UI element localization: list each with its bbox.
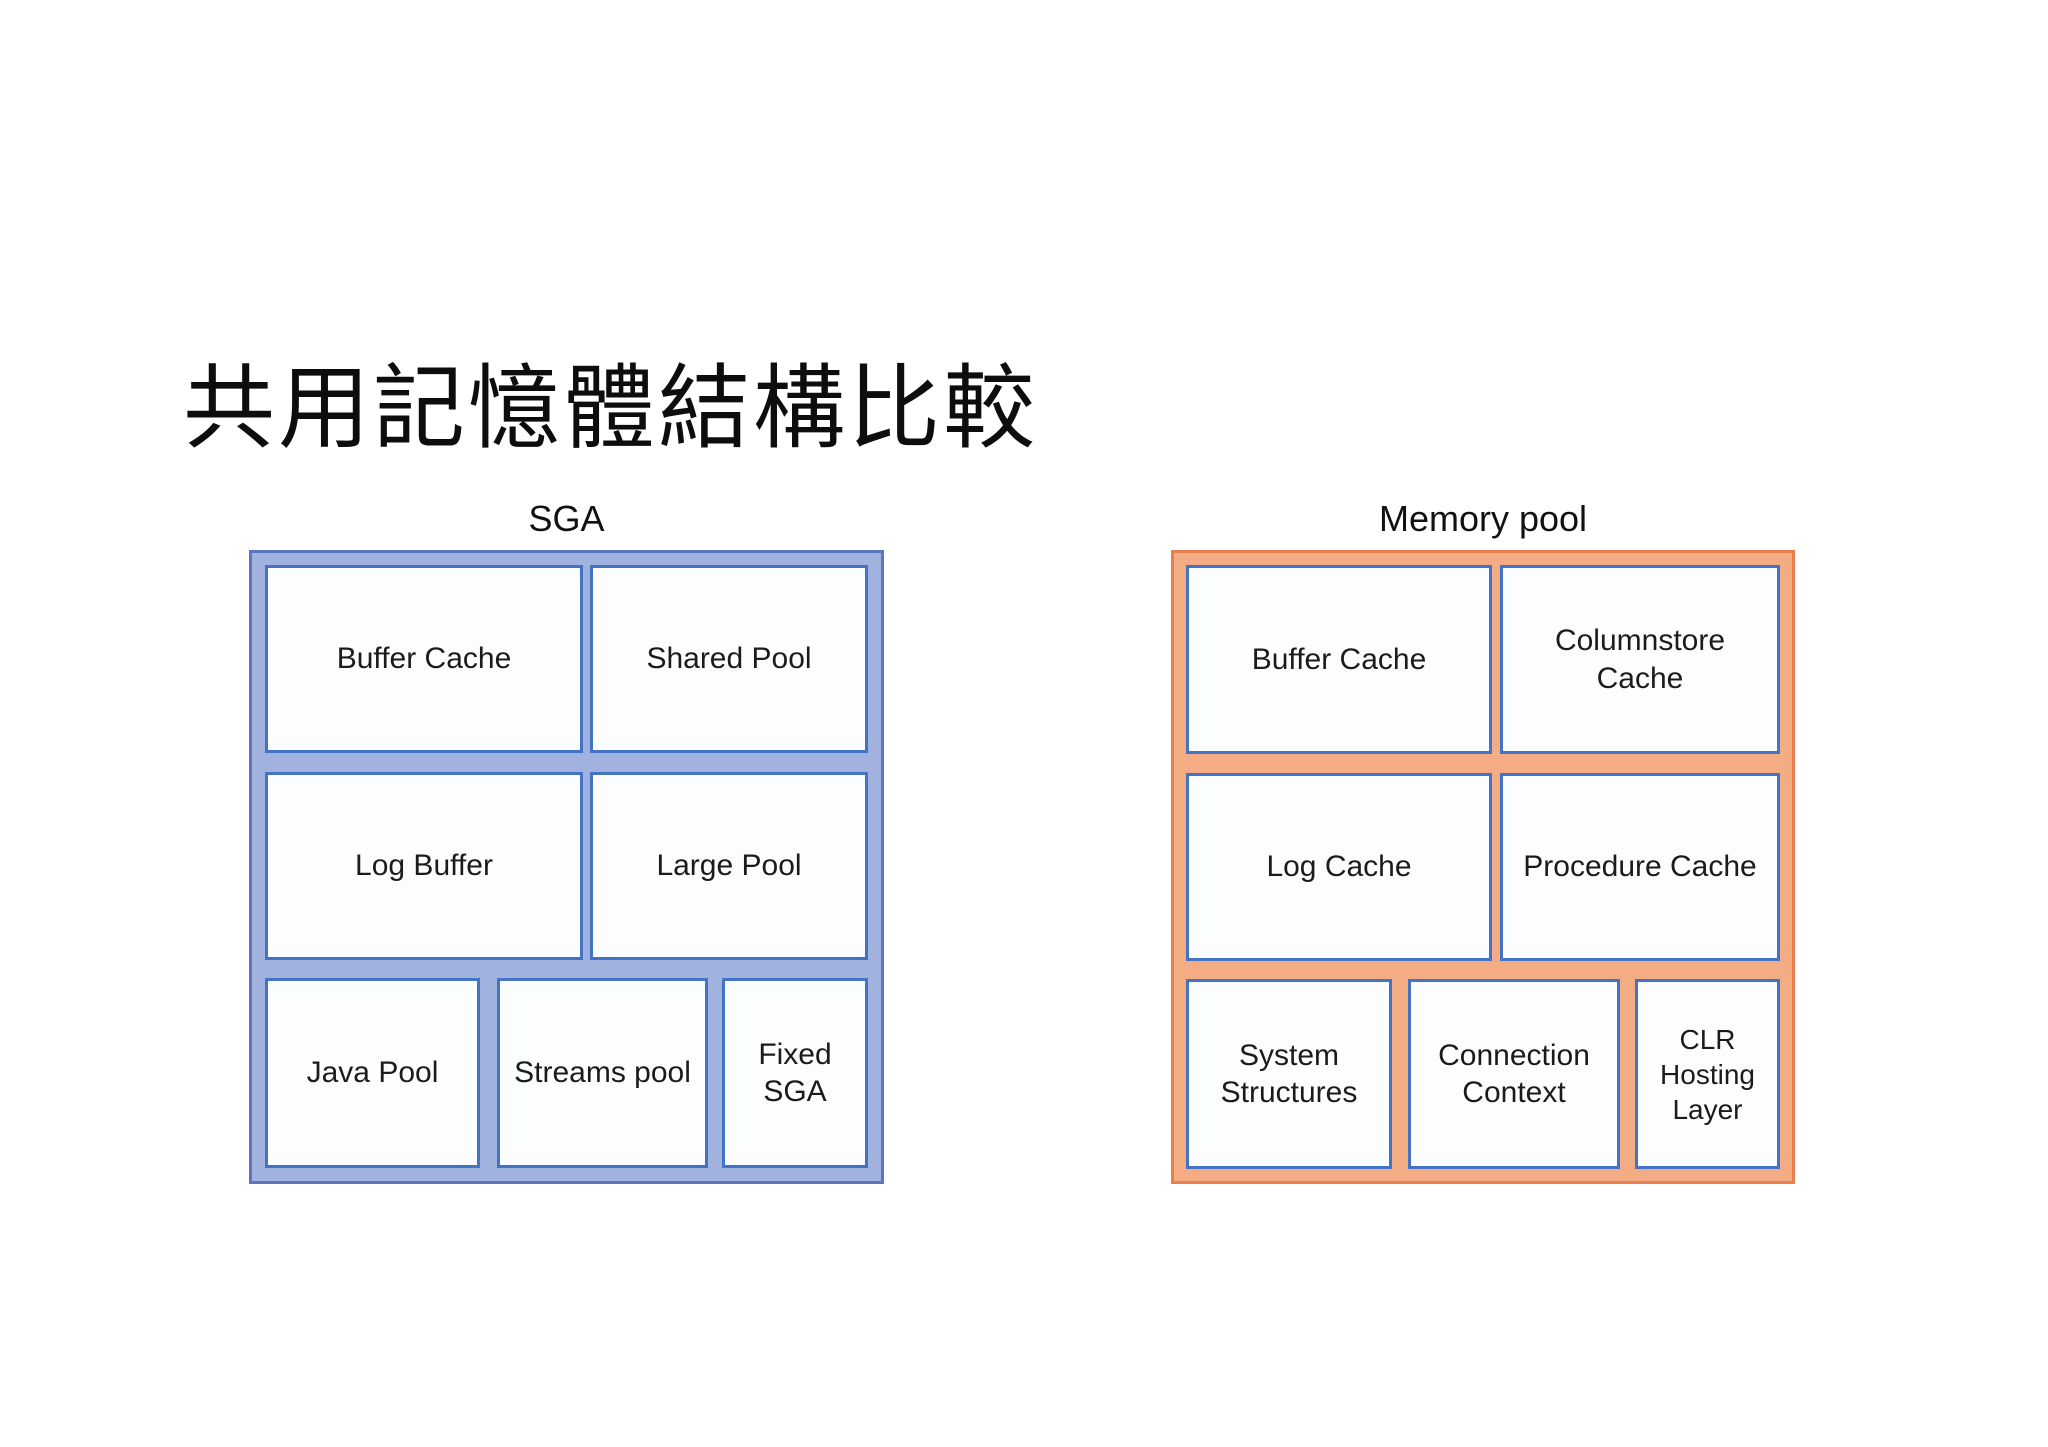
memory-pool-cell-log-cache: Log Cache — [1186, 773, 1492, 961]
memory-pool-container: Buffer Cache Columnstore Cache Log Cache… — [1171, 550, 1795, 1184]
sga-cell-streams-pool: Streams pool — [497, 978, 708, 1168]
memory-pool-cell-columnstore-cache: Columnstore Cache — [1500, 565, 1780, 754]
sga-cell-large-pool: Large Pool — [590, 772, 868, 960]
memory-pool-cell-buffer-cache: Buffer Cache — [1186, 565, 1492, 754]
sga-cell-fixed-sga: Fixed SGA — [722, 978, 868, 1168]
memory-pool-cell-clr-hosting-layer: CLR Hosting Layer — [1635, 979, 1780, 1169]
memory-pool-cell-system-structures: System Structures — [1186, 979, 1392, 1169]
sga-panel-label: SGA — [528, 498, 605, 539]
sga-container: Buffer Cache Shared Pool Log Buffer Larg… — [249, 550, 884, 1184]
memory-pool-cell-connection-context: Connection Context — [1408, 979, 1620, 1169]
slide-title: 共用記憶體結構比較 — [183, 357, 1039, 460]
memory-pool-panel-label: Memory pool — [1378, 498, 1588, 539]
sga-cell-shared-pool: Shared Pool — [590, 565, 868, 753]
sga-cell-java-pool: Java Pool — [265, 978, 480, 1168]
memory-pool-cell-procedure-cache: Procedure Cache — [1500, 773, 1780, 961]
sga-cell-buffer-cache: Buffer Cache — [265, 565, 583, 753]
sga-cell-log-buffer: Log Buffer — [265, 772, 583, 960]
